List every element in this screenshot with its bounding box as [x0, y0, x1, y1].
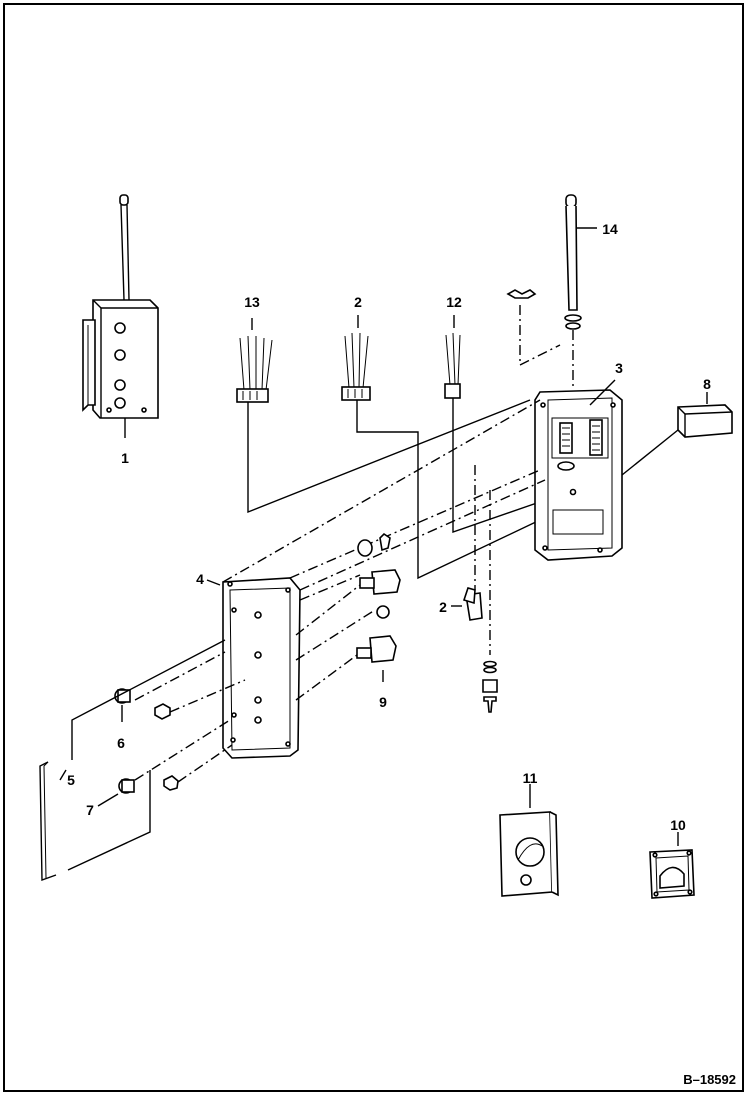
callout-2-bottom: 2 — [439, 599, 447, 615]
callout-4: 4 — [196, 571, 204, 587]
callout-14: 14 — [602, 221, 618, 237]
callout-7: 7 — [86, 802, 94, 818]
callout-5: 5 — [67, 772, 75, 788]
callout-10: 10 — [670, 817, 686, 833]
drawing-reference-number: B–18592 — [683, 1072, 736, 1087]
callout-13: 13 — [244, 294, 260, 310]
callout-6: 6 — [117, 735, 125, 751]
callout-3: 3 — [615, 360, 623, 376]
bracket-5 — [39, 639, 226, 881]
decal-11 — [499, 784, 559, 897]
block-8 — [621, 392, 733, 476]
cover-plate-4 — [206, 399, 546, 759]
diagram-frame — [3, 3, 744, 1092]
callout-11: 11 — [523, 770, 538, 786]
wire-harness-2-top — [341, 315, 541, 580]
callout-2-top: 2 — [354, 294, 362, 310]
callout-9: 9 — [379, 694, 387, 710]
wire-harness-13 — [236, 318, 531, 514]
screw-assembly — [482, 490, 498, 713]
toggle-switches-9 — [295, 532, 401, 701]
transmitter-unit — [82, 194, 159, 438]
toggle-cap-2 — [451, 465, 483, 621]
meter-10 — [649, 832, 695, 899]
receiver-housing-3 — [534, 379, 623, 561]
callout-1: 1 — [121, 450, 129, 466]
button-7 — [97, 719, 233, 807]
connector-12 — [444, 315, 561, 533]
callout-8: 8 — [703, 376, 711, 392]
antenna-14 — [506, 194, 597, 390]
callout-12: 12 — [446, 294, 462, 310]
